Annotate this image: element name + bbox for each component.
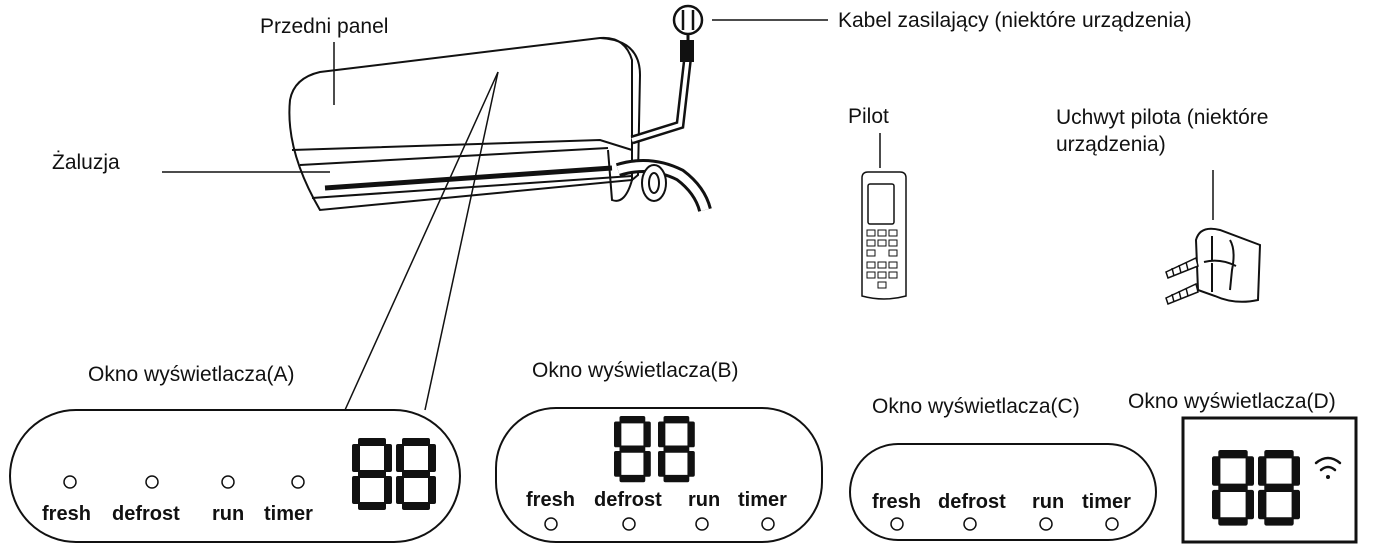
indicator-defrost: defrost (938, 491, 1006, 513)
indoor-unit (288, 36, 642, 212)
led-defrost (145, 475, 159, 489)
power-cable (630, 4, 704, 145)
label-louver: Żaluzja (52, 151, 120, 174)
label-display-d: Okno wyświetlacza(D) (1128, 390, 1336, 413)
indicator-defrost: defrost (594, 489, 662, 511)
led-fresh (63, 475, 77, 489)
remote-holder (1194, 227, 1262, 303)
display-panel-d (1181, 416, 1358, 544)
display-panel-c (849, 443, 1157, 541)
indicator-fresh: fresh (526, 489, 575, 511)
label-display-c: Okno wyświetlacza(C) (872, 395, 1080, 418)
indicator-timer: timer (738, 489, 787, 511)
label-front-panel: Przedni panel (260, 15, 389, 38)
leader-lines (162, 19, 1214, 411)
label-remote: Pilot (848, 105, 889, 128)
screw-icon (1165, 256, 1199, 279)
display-panel-a (9, 409, 461, 543)
screw-icon (1165, 282, 1199, 305)
wifi-icon (1314, 456, 1342, 479)
label-display-a: Okno wyświetlacza(A) (88, 363, 295, 386)
label-power-cable: Kabel zasilający (niektóre urządzenia) (838, 9, 1192, 32)
indicator-timer: timer (264, 503, 313, 525)
led-timer (291, 475, 305, 489)
indicator-run: run (1032, 491, 1065, 513)
indicator-run: run (212, 503, 245, 525)
hose (615, 159, 712, 212)
led-run (221, 475, 235, 489)
remote-control (861, 171, 907, 300)
indicator-fresh: fresh (872, 491, 921, 513)
indicator-fresh: fresh (42, 503, 91, 525)
label-remote-holder: Uchwyt pilota (niektóre urządzenia) (1056, 106, 1269, 157)
indicator-run: run (688, 489, 721, 511)
indicator-timer: timer (1082, 491, 1131, 513)
indicator-defrost: defrost (112, 503, 180, 525)
label-display-b: Okno wyświetlacza(B) (532, 359, 739, 382)
display-panel-b (495, 407, 823, 543)
